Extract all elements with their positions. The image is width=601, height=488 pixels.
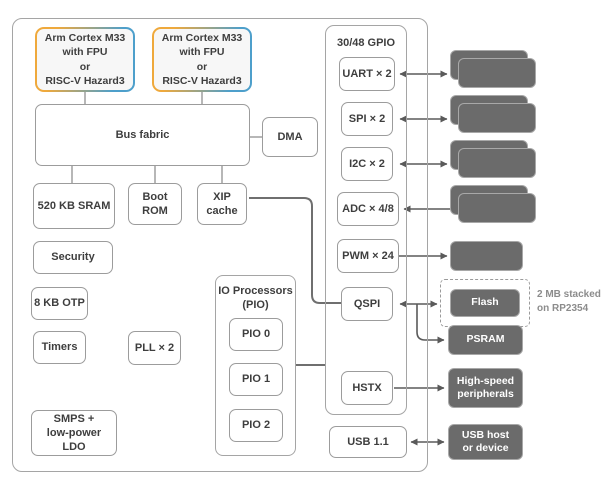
psram-block: PSRAM bbox=[448, 325, 523, 355]
chip-boundary bbox=[12, 18, 428, 472]
adc-block: ADC × 4/8 bbox=[337, 192, 399, 226]
pio1-block: PIO 1 bbox=[229, 363, 283, 396]
bus-fabric-block: Bus fabric bbox=[35, 104, 250, 166]
usb-host-device-block: USB host or device bbox=[448, 424, 523, 460]
timers-block: Timers bbox=[33, 331, 86, 364]
pwm-pins-block bbox=[450, 241, 523, 271]
otp-block: 8 KB OTP bbox=[31, 287, 88, 320]
spi-pins-front bbox=[458, 103, 536, 133]
pio-container bbox=[215, 275, 296, 456]
qspi-block: QSPI bbox=[341, 287, 393, 321]
usb-controller-block: USB 1.1 bbox=[329, 426, 407, 458]
flash-note: 2 MB stacked on RP2354 bbox=[537, 289, 601, 314]
arrow-psram bbox=[416, 304, 445, 344]
cpu-core-0-block: Arm Cortex M33 with FPU or RISC-V Hazard… bbox=[35, 27, 135, 92]
pwm-block: PWM × 24 bbox=[337, 239, 399, 273]
cpu-core-0-label: Arm Cortex M33 with FPU or RISC-V Hazard… bbox=[37, 29, 133, 90]
pio-container-title: IO Processors (PIO) bbox=[218, 285, 293, 312]
xip-cache-block: XIP cache bbox=[197, 183, 247, 225]
sram-block: 520 KB SRAM bbox=[33, 183, 115, 229]
pio2-block: PIO 2 bbox=[229, 409, 283, 442]
uart-pins-front bbox=[458, 58, 536, 88]
adc-pins-front bbox=[458, 193, 536, 223]
i2c-block: I2C × 2 bbox=[341, 147, 393, 181]
dma-block: DMA bbox=[262, 117, 318, 157]
pio0-block: PIO 0 bbox=[229, 318, 283, 351]
smps-ldo-block: SMPS + low-power LDO bbox=[31, 410, 117, 456]
pll-block: PLL × 2 bbox=[128, 331, 181, 365]
gpio-container bbox=[325, 25, 407, 415]
flash-block: Flash bbox=[450, 289, 520, 317]
wire-xip-qspi bbox=[249, 197, 341, 304]
high-speed-peripherals-block: High-speed peripherals bbox=[448, 368, 523, 408]
uart-block: UART × 2 bbox=[339, 57, 395, 91]
security-block: Security bbox=[33, 241, 113, 274]
hstx-block: HSTX bbox=[341, 371, 393, 405]
boot-rom-block: Boot ROM bbox=[128, 183, 182, 225]
spi-block: SPI × 2 bbox=[341, 102, 393, 136]
gpio-container-title: 30/48 GPIO bbox=[336, 37, 396, 49]
cpu-core-1-label: Arm Cortex M33 with FPU or RISC-V Hazard… bbox=[154, 29, 250, 90]
i2c-pins-front bbox=[458, 148, 536, 178]
cpu-core-1-block: Arm Cortex M33 with FPU or RISC-V Hazard… bbox=[152, 27, 252, 92]
